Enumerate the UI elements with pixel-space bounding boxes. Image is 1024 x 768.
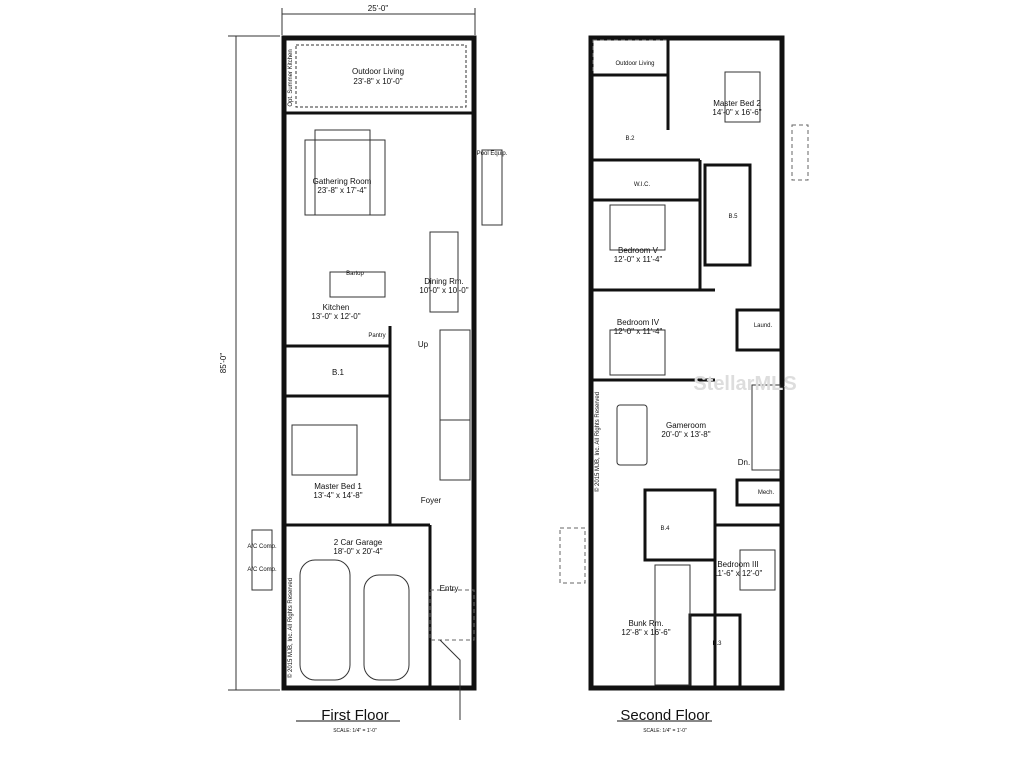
entry-label: Entry	[440, 584, 459, 593]
b4-label: B.4	[660, 526, 670, 532]
room-size: 13'-4" x 14'-8"	[313, 491, 362, 500]
room-size: 10'-0" x 10'-0"	[419, 286, 468, 295]
room-size: 20'-0" x 13'-8"	[661, 430, 710, 439]
second-floor-title: Second Floor	[620, 707, 709, 724]
ac-comp-label: A/C Comp.	[247, 544, 277, 550]
room-name: 2 Car Garage	[334, 538, 383, 547]
room-name: Gameroom	[666, 421, 706, 430]
summer-kitchen-label: Opt. Summer Kitchen	[288, 49, 294, 106]
depth-dimension: 85'-0"	[219, 35, 280, 691]
room-size: 14'-0" x 16'-6"	[712, 108, 761, 117]
watermark: StellarMLS	[693, 373, 796, 395]
pool-equip-label: Pool Equip.	[477, 151, 508, 157]
room-name: Dining Rm.	[424, 277, 464, 286]
scale-label: SCALE: 1/4" = 1'-0"	[643, 728, 687, 734]
dn-label: Dn.	[738, 458, 750, 467]
up-label: Up	[418, 340, 429, 349]
width-label: 25'-0"	[368, 4, 389, 13]
first-floor-plan: Opt. Summer Kitchen Outdoor Living 23'-8…	[247, 35, 508, 734]
room-size: 18'-0" x 20'-4"	[333, 547, 382, 556]
room-name: Outdoor Living	[352, 67, 404, 76]
room-name: Master Bed 1	[314, 482, 362, 491]
second-floor-plan: Outdoor Living Master Bed 2 14'-0" x 16'…	[559, 35, 809, 734]
scale-label: SCALE: 1/4" = 1'-0"	[333, 728, 377, 734]
b1-label: B.1	[332, 368, 345, 377]
room-size: 13'-0" x 12'-0"	[311, 312, 360, 321]
b3-label: B.3	[712, 641, 722, 647]
ac-comp-label: A/C Comp.	[247, 567, 277, 573]
room-name: Bedroom III	[717, 560, 758, 569]
depth-label: 85'-0"	[219, 353, 228, 374]
foyer-label: Foyer	[421, 496, 442, 505]
outdoor-living-label: Outdoor Living	[615, 61, 654, 67]
copyright: © 2015 MJB, Inc. All Rights Reserved	[287, 578, 294, 678]
room-name: Gathering Room	[313, 177, 372, 186]
room-name: Master Bed 2	[713, 99, 761, 108]
room-size: 12'-0" x 11'-4"	[614, 255, 663, 264]
room-name: Bedroom V	[618, 246, 659, 255]
b5-label: B.5	[728, 214, 738, 220]
room-size: 12'-8" x 16'-6"	[621, 628, 670, 637]
b2-label: B.2	[625, 136, 635, 142]
mech-label: Mech.	[758, 490, 775, 496]
pantry-label: Pantry	[368, 333, 385, 339]
room-size: 12'-0" x 11'-4"	[614, 327, 663, 336]
room-size: 11'-6" x 12'-0"	[714, 569, 763, 578]
room-name: Bedroom IV	[617, 318, 660, 327]
first-floor-title: First Floor	[321, 707, 389, 724]
laundry-label: Laund.	[754, 323, 773, 329]
room-name: Bunk Rm.	[628, 619, 663, 628]
wic-label: W.I.C.	[634, 182, 651, 188]
bartop-label: Bartop	[346, 271, 364, 277]
width-dimension: 25'-0"	[281, 4, 476, 35]
room-size: 23'-8" x 17'-4"	[317, 186, 366, 195]
room-name: Kitchen	[323, 303, 350, 312]
room-size: 23'-8" x 10'-0"	[353, 77, 402, 86]
copyright: © 2015 MJB, Inc. All Rights Reserved	[594, 392, 601, 492]
